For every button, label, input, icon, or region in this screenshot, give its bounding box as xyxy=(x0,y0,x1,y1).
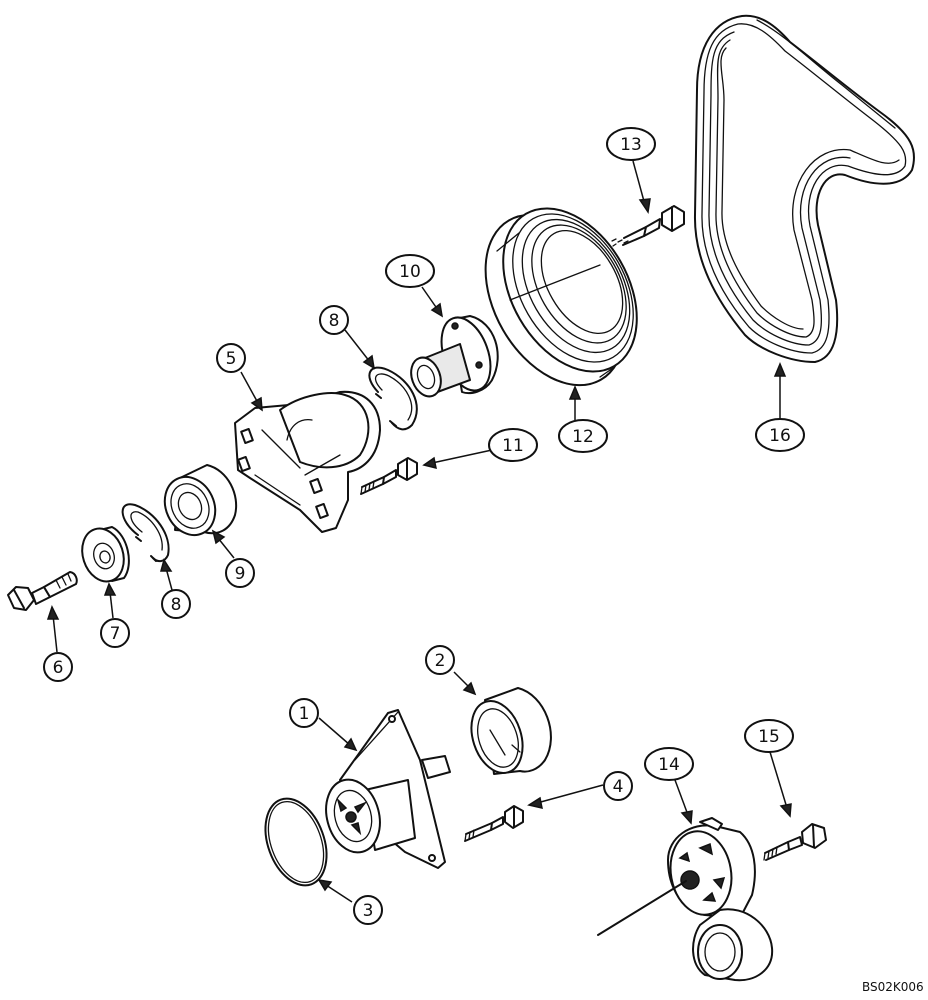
callout-label: 4 xyxy=(613,777,624,797)
callout-3: 3 xyxy=(353,895,383,925)
callout-label: 8 xyxy=(329,311,340,331)
callout-label: 16 xyxy=(769,426,791,446)
callout-1: 1 xyxy=(289,698,319,728)
callout-label: 5 xyxy=(226,349,237,369)
o-ring-icon xyxy=(264,797,328,887)
callout-label: 6 xyxy=(53,658,64,678)
callout-15: 15 xyxy=(744,719,794,753)
callout-9: 9 xyxy=(225,558,255,588)
callout-label: 7 xyxy=(110,624,121,644)
bolt-icon xyxy=(763,823,827,861)
callout-5: 5 xyxy=(216,343,246,373)
leader-lines xyxy=(46,160,792,903)
bracket-housing-icon xyxy=(234,390,381,533)
callout-label: 10 xyxy=(399,262,421,282)
washer-icon xyxy=(81,526,130,583)
belt-tensioner-icon xyxy=(597,817,774,982)
callout-label: 1 xyxy=(299,704,310,724)
callout-4: 4 xyxy=(603,771,633,801)
serpentine-belt-icon xyxy=(693,14,916,363)
callout-8-lower: 8 xyxy=(161,589,191,619)
water-pump-icon xyxy=(325,709,451,869)
bolt-icon xyxy=(464,805,524,842)
callout-16: 16 xyxy=(755,418,805,452)
snap-ring-icon xyxy=(368,366,418,431)
fan-pulley-icon xyxy=(484,207,638,387)
callout-label: 2 xyxy=(435,651,446,671)
callout-label: 14 xyxy=(658,755,680,775)
callout-7: 7 xyxy=(100,618,130,648)
callout-label: 8 xyxy=(171,595,182,615)
callout-13: 13 xyxy=(606,127,656,161)
callout-label: 13 xyxy=(620,135,642,155)
figure-code: BS02K006 xyxy=(862,980,924,994)
callout-11: 11 xyxy=(488,428,538,462)
snap-ring-icon xyxy=(121,503,170,563)
hub-shaft-icon xyxy=(410,315,499,398)
callout-label: 15 xyxy=(758,727,780,747)
callout-6: 6 xyxy=(43,652,73,682)
callout-2: 2 xyxy=(425,645,455,675)
callout-label: 12 xyxy=(572,427,594,447)
callout-12: 12 xyxy=(558,419,608,453)
callout-10: 10 xyxy=(385,254,435,288)
callout-label: 11 xyxy=(502,436,524,456)
bearing-icon xyxy=(163,464,238,537)
idler-pulley-icon xyxy=(470,687,552,775)
bolt-icon xyxy=(7,571,78,611)
bolt-icon xyxy=(611,205,685,247)
callout-8-upper: 8 xyxy=(319,305,349,335)
callout-14: 14 xyxy=(644,747,694,781)
callout-label: 9 xyxy=(235,564,246,584)
callout-label: 3 xyxy=(363,901,374,921)
bolt-icon xyxy=(360,457,418,495)
